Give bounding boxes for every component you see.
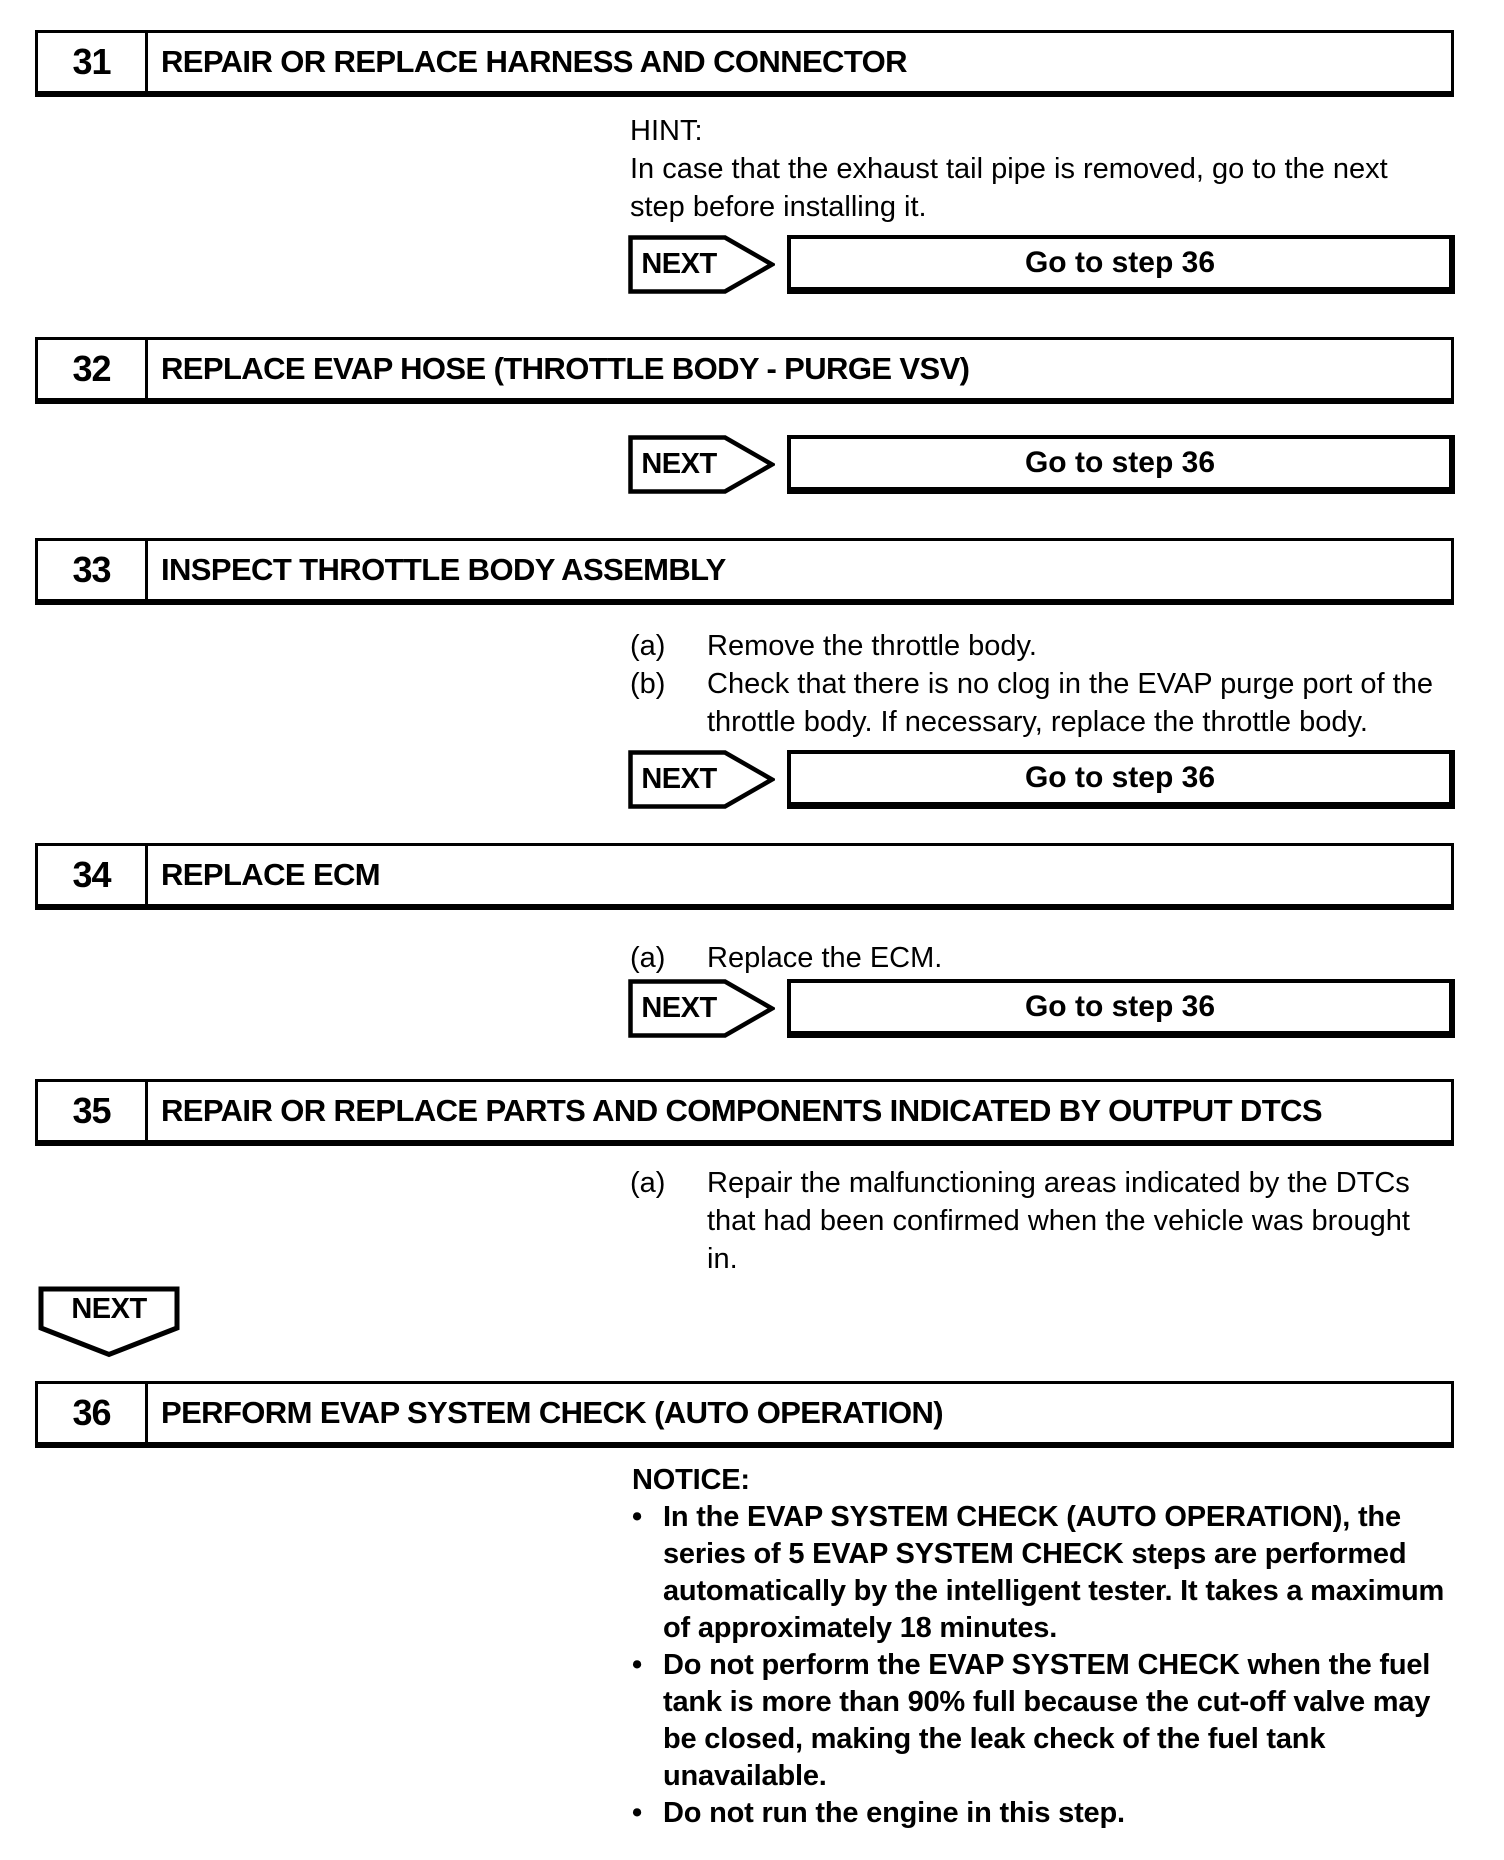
hint-block: HINT: In case that the exhaust tail pipe… — [630, 112, 1442, 226]
next-row: NEXT Go to step 36 — [628, 435, 1504, 494]
step-number: 36 — [38, 1384, 148, 1442]
next-label: NEXT — [641, 248, 717, 280]
next-row: NEXT Go to step 36 — [628, 235, 1504, 294]
hint-label: HINT: — [630, 115, 703, 147]
procedure-item: (a) Replace the ECM. — [630, 939, 1442, 977]
notice-bullet-text: Do not run the engine in this step. — [663, 1797, 1125, 1829]
next-label: NEXT — [641, 448, 717, 480]
step-header: 31 REPAIR OR REPLACE HARNESS AND CONNECT… — [35, 30, 1454, 97]
next-row: NEXT Go to step 36 — [628, 979, 1504, 1038]
step-number: 35 — [38, 1082, 148, 1140]
next-action-box: Go to step 36 — [787, 435, 1455, 494]
step-section-34: 34 REPLACE ECM (a) Replace the ECM. NEXT… — [0, 843, 1504, 1038]
next-action-box: Go to step 36 — [787, 750, 1455, 809]
step-title: REPAIR OR REPLACE HARNESS AND CONNECTOR — [161, 44, 908, 79]
notice-bullet-text: In the EVAP SYSTEM CHECK (AUTO OPERATION… — [663, 1501, 1445, 1644]
next-arrow-right-icon: NEXT — [628, 435, 775, 494]
step-title: REPAIR OR REPLACE PARTS AND COMPONENTS I… — [161, 1093, 1323, 1128]
item-marker: (a) — [630, 1167, 666, 1199]
pentagon-shape-icon — [628, 235, 775, 294]
step-header: 33 INSPECT THROTTLE BODY ASSEMBLY — [35, 538, 1454, 605]
procedure-items: (a) Replace the ECM. — [630, 939, 1442, 977]
notice-block: NOTICE: • In the EVAP SYSTEM CHECK (AUTO… — [632, 1462, 1452, 1832]
item-text: Check that there is no clog in the EVAP … — [707, 668, 1433, 738]
next-arrow-right-icon: NEXT — [628, 750, 775, 809]
step-number: 34 — [38, 846, 148, 904]
pentagon-down-shape-icon — [38, 1286, 180, 1358]
next-arrow-right-icon: NEXT — [628, 979, 775, 1038]
step-section-35: 35 REPAIR OR REPLACE PARTS AND COMPONENT… — [0, 1079, 1504, 1358]
next-arrow-right-icon: NEXT — [628, 235, 775, 294]
hint-text: In case that the exhaust tail pipe is re… — [630, 153, 1388, 223]
procedure-item: (a) Repair the malfunctioning areas indi… — [630, 1164, 1442, 1278]
procedure-item: (a) Remove the throttle body. — [630, 627, 1442, 665]
next-label: NEXT — [71, 1292, 147, 1325]
item-marker: (b) — [630, 668, 666, 700]
step-title: INSPECT THROTTLE BODY ASSEMBLY — [161, 552, 726, 587]
step-section-36: 36 PERFORM EVAP SYSTEM CHECK (AUTO OPERA… — [0, 1381, 1504, 1832]
next-label: NEXT — [641, 992, 717, 1024]
step-section-32: 32 REPLACE EVAP HOSE (THROTTLE BODY - PU… — [0, 337, 1504, 494]
procedure-items: (a) Repair the malfunctioning areas indi… — [630, 1164, 1442, 1278]
step-number: 32 — [38, 340, 148, 398]
next-label: NEXT — [641, 763, 717, 795]
notice-bullet-text: Do not perform the EVAP SYSTEM CHECK whe… — [663, 1649, 1431, 1792]
step-title: REPLACE EVAP HOSE (THROTTLE BODY - PURGE… — [161, 351, 970, 386]
procedure-items: (a) Remove the throttle body. (b) Check … — [630, 627, 1442, 741]
next-action-box: Go to step 36 — [787, 979, 1455, 1038]
notice-bullet: • In the EVAP SYSTEM CHECK (AUTO OPERATI… — [632, 1499, 1452, 1647]
step-number: 33 — [38, 541, 148, 599]
next-row: NEXT Go to step 36 — [628, 750, 1504, 809]
pentagon-shape-icon — [628, 435, 775, 494]
next-arrow-down-icon: NEXT — [38, 1286, 180, 1358]
step-title: PERFORM EVAP SYSTEM CHECK (AUTO OPERATIO… — [161, 1395, 944, 1430]
step-header: 34 REPLACE ECM — [35, 843, 1454, 910]
bullet-icon: • — [632, 1649, 642, 1681]
item-text: Remove the throttle body. — [707, 630, 1037, 662]
step-section-31: 31 REPAIR OR REPLACE HARNESS AND CONNECT… — [0, 30, 1504, 294]
pentagon-shape-icon — [628, 750, 775, 809]
bullet-icon: • — [632, 1797, 642, 1829]
item-marker: (a) — [630, 942, 666, 974]
item-text: Repair the malfunctioning areas indicate… — [707, 1167, 1410, 1275]
procedure-item: (b) Check that there is no clog in the E… — [630, 665, 1442, 741]
notice-bullet: • Do not run the engine in this step. — [632, 1795, 1452, 1832]
notice-bullet: • Do not perform the EVAP SYSTEM CHECK w… — [632, 1647, 1452, 1795]
step-number: 31 — [38, 33, 148, 91]
item-text: Replace the ECM. — [707, 942, 943, 974]
step-header: 32 REPLACE EVAP HOSE (THROTTLE BODY - PU… — [35, 337, 1454, 404]
step-header: 36 PERFORM EVAP SYSTEM CHECK (AUTO OPERA… — [35, 1381, 1454, 1448]
bullet-icon: • — [632, 1501, 642, 1533]
step-title: REPLACE ECM — [161, 857, 381, 892]
pentagon-shape-icon — [628, 979, 775, 1038]
notice-label: NOTICE: — [632, 1464, 750, 1496]
item-marker: (a) — [630, 630, 666, 662]
step-section-33: 33 INSPECT THROTTLE BODY ASSEMBLY (a) Re… — [0, 538, 1504, 809]
step-header: 35 REPAIR OR REPLACE PARTS AND COMPONENT… — [35, 1079, 1454, 1146]
next-action-box: Go to step 36 — [787, 235, 1455, 294]
